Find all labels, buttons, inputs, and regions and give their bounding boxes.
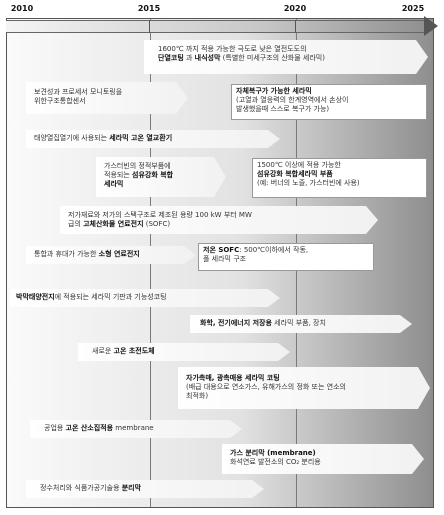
roadmap-box-composite-parts: 1500℃ 이상에 적용 가능한 섬유강화 복합세라믹 부품 (예: 버너의 노… [252, 158, 427, 198]
roadmap-text: 1600℃ 까지 적용 가능한 극도로 낮은 열전도도의 단열코팅 과 내식성막… [158, 45, 325, 62]
roadmap-text: 통합과 휴대가 가능한 소형 연료전지 [34, 250, 140, 258]
roadmap-arrow-energy-storage [190, 315, 412, 333]
timeline-axis-arrowhead [424, 16, 438, 36]
roadmap-arrow-heat-exchanger [26, 130, 280, 148]
roadmap-arrow-thermal-barrier-coating [144, 40, 428, 74]
roadmap-text: 가스 분리막 (membrane) 화석연료 발전소의 CO₂ 분리용 [230, 449, 321, 466]
roadmap-box-low-temp-sofc: 저온 SOFC: 500℃이하에서 작동, 폴 세라믹 구조 [198, 243, 374, 271]
roadmap-arrow-thin-film-solar [10, 289, 280, 307]
year-label-2025: 2025 [401, 4, 425, 13]
roadmap-text: 화학, 전기에너지 저장용 세라믹 부품, 장치 [200, 319, 326, 327]
roadmap-text: 가스터빈의 정적부품에 적용되는 섬유강화 복합 세라믹 [104, 162, 174, 188]
roadmap-text: 자가촉매, 광촉매용 세라믹 코팅 (배급 대용으로 연소가스, 유해가스의 정… [186, 374, 346, 400]
timeline-axis [6, 20, 426, 33]
year-label-2015: 2015 [137, 4, 161, 13]
roadmap-arrow-gas-separation-membrane [222, 444, 424, 474]
roadmap-text: 박막태양전지에 적용되는 세라믹 기판과 기능성코팅 [16, 293, 167, 301]
roadmap-arrow-sofc [60, 206, 378, 234]
roadmap-text: 공업용 고온 산소집적용 membrane [44, 424, 154, 432]
roadmap-arrow-water-treatment-membrane [26, 480, 264, 498]
roadmap-box-self-healing-ceramics: 자체복구가 가능한 세라믹 (고열과 열응력의 한계영역에서 손상이 발생했을때… [231, 84, 427, 120]
tick-2015 [149, 20, 150, 33]
roadmap-text: 저가재료와 저가의 스택구조로 제조된 용량 100 kW 부터 MW 급의 고… [68, 211, 252, 228]
roadmap-arrow-gas-turbine-composite [96, 157, 226, 197]
year-label-2020: 2020 [283, 4, 307, 13]
roadmap-arrow-oxygen-membrane [30, 420, 242, 438]
roadmap-arrow-superconductor [78, 343, 290, 361]
roadmap-text: 보견성과 프로세서 모니토링을 위한구조통합센서 [34, 88, 123, 105]
roadmap-arrow-integrated-sensor [26, 82, 188, 114]
roadmap-text: 새로운 고온 초전도체 [92, 347, 155, 355]
roadmap-text: 정수처리와 식품가공기술용 분리막 [40, 484, 142, 492]
tick-2020 [295, 20, 296, 33]
roadmap-arrow-small-fuel-cell [26, 246, 196, 264]
roadmap-text: 태양열집열기에 사용되는 세라믹 고온 열교환기 [34, 134, 173, 142]
year-label-2010: 2010 [10, 4, 34, 13]
roadmap-arrow-catalytic-coating [178, 367, 430, 409]
